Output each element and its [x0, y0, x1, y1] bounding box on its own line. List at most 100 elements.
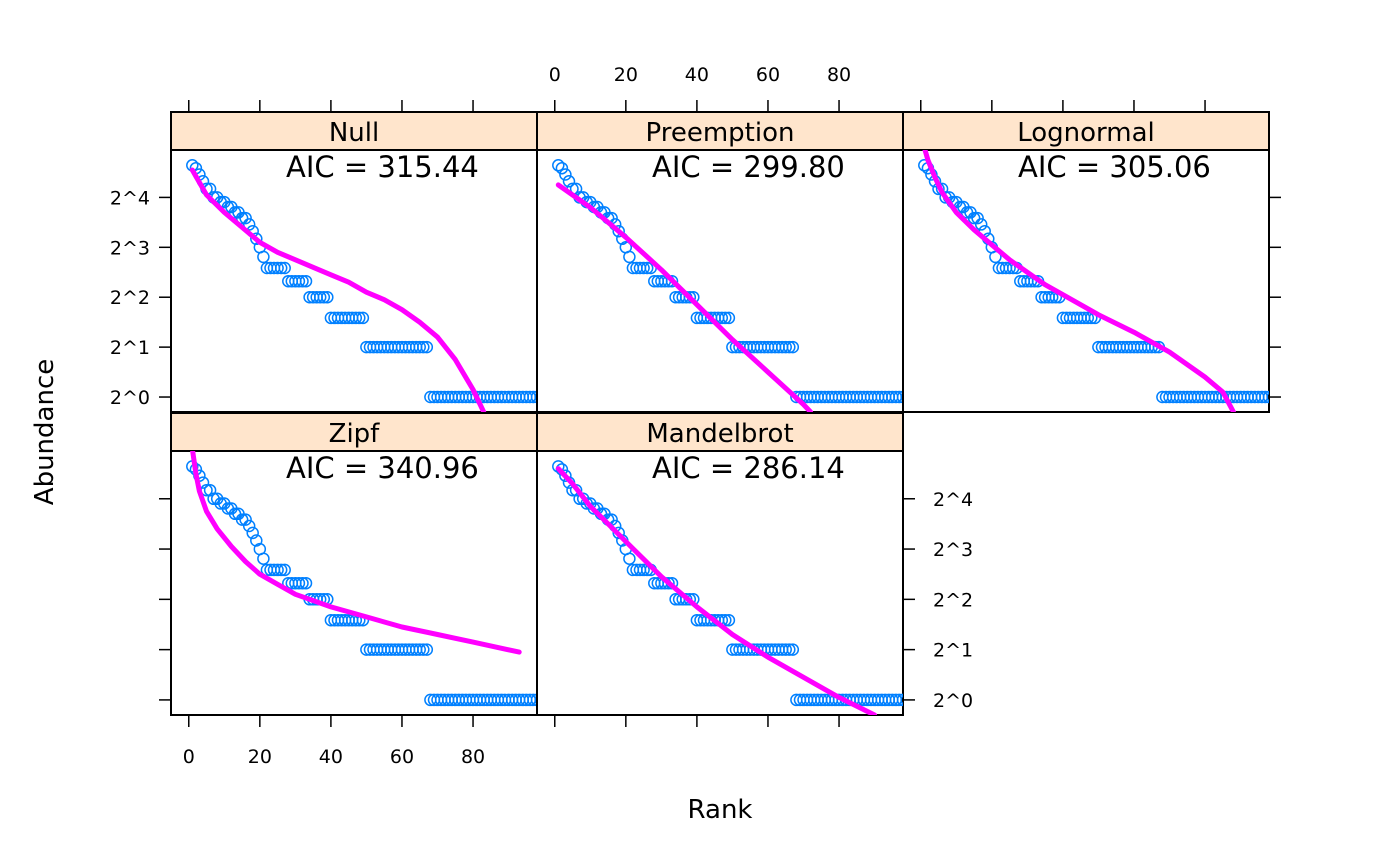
x-axis-title: Rank	[688, 795, 753, 825]
fit-curve	[189, 167, 487, 412]
data-point	[779, 340, 792, 354]
panel-content	[918, 150, 1269, 412]
data-point	[971, 211, 984, 225]
data-point	[637, 563, 650, 577]
data-point	[271, 563, 284, 577]
data-point	[786, 643, 800, 656]
y-tick-label: 2^4	[933, 489, 973, 511]
data-point	[203, 483, 217, 497]
panel-border	[536, 450, 904, 716]
data-point	[292, 274, 306, 288]
data-point	[893, 390, 903, 404]
fit-curve	[922, 150, 1236, 412]
data-point	[1262, 390, 1269, 404]
y-axis-title: Abundance	[30, 359, 60, 505]
data-point	[665, 274, 679, 288]
strip-background	[536, 412, 904, 452]
y-tick-label: 2^0	[110, 387, 150, 409]
fit-curve	[555, 466, 878, 715]
panel-border	[902, 149, 1270, 413]
data-point	[420, 643, 434, 656]
data-point	[417, 643, 430, 656]
y-tick-label: 2^3	[110, 237, 150, 259]
data-point	[417, 340, 430, 354]
data-point	[662, 576, 675, 590]
data-point	[278, 261, 291, 275]
y-tick-label: 2^1	[933, 640, 973, 662]
data-point	[719, 613, 732, 627]
data-point	[413, 340, 426, 354]
data-point	[299, 274, 313, 288]
data-point	[257, 250, 270, 264]
data-point	[274, 261, 288, 275]
data-point	[640, 261, 654, 275]
data-point	[527, 390, 537, 404]
data-point	[783, 340, 796, 354]
panel-content	[186, 159, 537, 412]
data-point	[715, 311, 729, 325]
data-point	[250, 232, 263, 246]
data-point	[299, 576, 313, 590]
data-point	[534, 694, 537, 705]
y-tick-label: 2^3	[933, 539, 973, 561]
x-tick-label: 60	[756, 64, 780, 86]
data-point	[534, 391, 537, 403]
data-point	[683, 290, 697, 304]
data-point	[562, 175, 576, 188]
strip-label: Null	[329, 118, 379, 148]
data-point	[623, 250, 636, 264]
data-point	[893, 693, 903, 707]
data-point	[527, 693, 537, 707]
y-tick-label: 2^2	[933, 589, 973, 611]
x-tick-label: 80	[827, 64, 851, 86]
aic-label: AIC = 286.14	[652, 451, 845, 485]
data-point	[296, 274, 309, 288]
data-point	[420, 340, 434, 354]
data-point	[242, 519, 256, 533]
aic-label: AIC = 305.06	[1018, 150, 1211, 184]
data-point	[612, 526, 625, 540]
data-point	[278, 563, 291, 577]
fit-curve	[190, 451, 522, 655]
data-point	[271, 261, 284, 275]
data-point	[1045, 290, 1059, 304]
x-tick-label: 40	[685, 64, 709, 86]
data-point	[896, 390, 903, 404]
strip-label: Lognormal	[1017, 118, 1155, 148]
y-tick-label: 2^4	[110, 187, 150, 209]
data-point	[552, 159, 565, 172]
data-point	[313, 290, 327, 304]
data-point	[967, 211, 981, 225]
panel-content	[552, 460, 903, 715]
data-point	[413, 643, 426, 656]
x-tick-label: 20	[614, 64, 638, 86]
data-point	[235, 513, 249, 526]
strip-background	[170, 111, 538, 151]
data-point	[1081, 311, 1095, 325]
data-point	[722, 311, 736, 325]
panel-border	[170, 450, 538, 716]
data-point	[637, 261, 650, 275]
data-point	[623, 552, 636, 565]
data-point	[786, 340, 800, 354]
data-point	[974, 218, 988, 231]
data-point	[612, 224, 625, 238]
data-point	[900, 694, 903, 705]
data-point	[783, 643, 796, 656]
x-tick-label: 40	[319, 746, 343, 768]
data-point	[530, 390, 537, 404]
data-point	[250, 534, 263, 547]
data-point	[530, 693, 537, 707]
data-point	[274, 563, 288, 577]
data-point	[555, 161, 569, 175]
aic-label: AIC = 299.80	[652, 150, 845, 184]
y-tick-label: 2^2	[110, 287, 150, 309]
y-tick-label: 2^1	[110, 337, 150, 359]
data-point	[719, 311, 732, 325]
data-point	[1266, 391, 1269, 403]
x-tick-label: 0	[549, 64, 561, 86]
panel-content	[552, 159, 903, 412]
